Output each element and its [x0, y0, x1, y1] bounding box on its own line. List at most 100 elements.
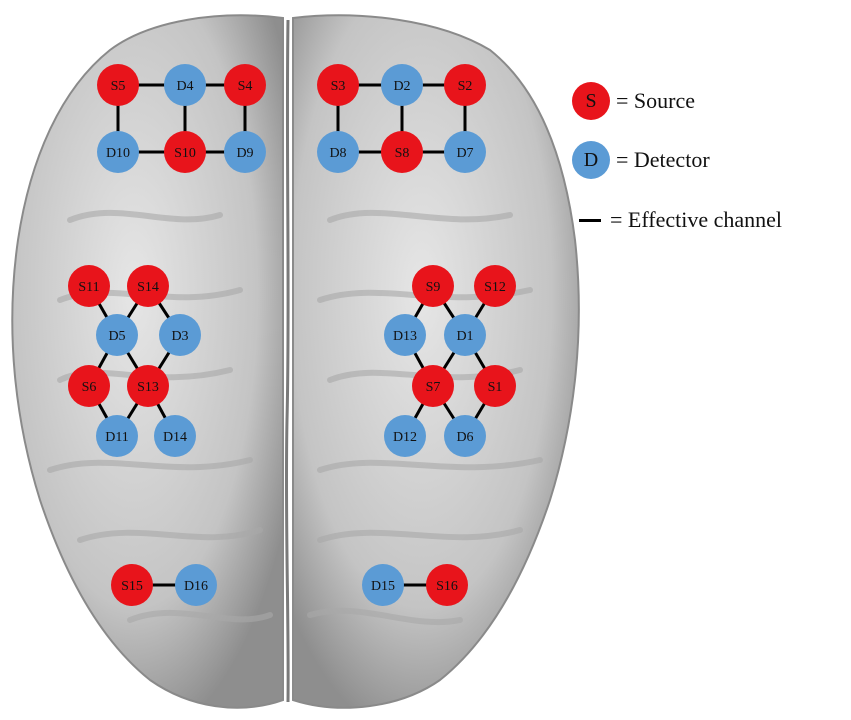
optode-circle: [381, 131, 423, 173]
optode-circle: [97, 64, 139, 106]
optode-circle: [474, 365, 516, 407]
source-s15: S15: [111, 564, 153, 606]
optode-label: S16: [436, 579, 458, 594]
optode-circle: [96, 415, 138, 457]
optode-circle: [444, 131, 486, 173]
optode-label: D8: [329, 146, 346, 161]
legend-source-symbol: S: [585, 89, 597, 112]
optode-circle: [426, 564, 468, 606]
source-s4: S4: [224, 64, 266, 106]
optode-circle: [317, 131, 359, 173]
optode-label: S1: [488, 380, 503, 395]
legend-channel-label: = Effective channel: [610, 207, 783, 232]
detector-d11: D11: [96, 415, 138, 457]
optode-label: S9: [426, 280, 441, 295]
optode-circle: [96, 314, 138, 356]
source-s9: S9: [412, 265, 454, 307]
source-s3: S3: [317, 64, 359, 106]
right-hemisphere: [292, 14, 580, 709]
detector-d4: D4: [164, 64, 206, 106]
optode-circle: [412, 265, 454, 307]
optode-label: S14: [137, 280, 159, 295]
detector-d15: D15: [362, 564, 404, 606]
legend-source: S = Source: [572, 82, 695, 120]
midline-fissure: [284, 19, 290, 703]
optode-label: D15: [371, 579, 395, 594]
legend-source-icon: S: [572, 82, 610, 120]
optode-circle: [224, 64, 266, 106]
source-s14: S14: [127, 265, 169, 307]
source-s11: S11: [68, 265, 110, 307]
optode-circle: [381, 64, 423, 106]
optode-circle: [68, 365, 110, 407]
detector-d14: D14: [154, 415, 196, 457]
optode-label: D6: [456, 430, 473, 445]
optode-label: D12: [393, 430, 417, 445]
detector-d3: D3: [159, 314, 201, 356]
detector-d12: D12: [384, 415, 426, 457]
source-s7: S7: [412, 365, 454, 407]
optode-label: S13: [137, 380, 159, 395]
optode-circle: [384, 415, 426, 457]
optode-label: S3: [331, 79, 346, 94]
optode-label: D13: [393, 329, 417, 344]
optode-label: S2: [458, 79, 473, 94]
optode-circle: [224, 131, 266, 173]
optode-label: D3: [171, 329, 188, 344]
optode-circle: [474, 265, 516, 307]
optode-label: D10: [106, 146, 130, 161]
optode-circle: [159, 314, 201, 356]
legend-detector-icon: D: [572, 141, 610, 179]
optode-label: S10: [174, 146, 196, 161]
optode-label: S6: [82, 380, 97, 395]
optode-circle: [68, 265, 110, 307]
optode-label: D7: [456, 146, 473, 161]
optode-circle: [317, 64, 359, 106]
source-s6: S6: [68, 365, 110, 407]
optode-label: D5: [108, 329, 125, 344]
brain-illustration: [11, 14, 580, 709]
detector-d1: D1: [444, 314, 486, 356]
optode-label: S15: [121, 579, 143, 594]
optode-circle: [384, 314, 426, 356]
optode-circle: [412, 365, 454, 407]
detector-d13: D13: [384, 314, 426, 356]
optode-label: D14: [163, 430, 187, 445]
optode-label: D16: [184, 579, 208, 594]
optode-label: D4: [176, 79, 193, 94]
legend-channel-line-icon: [579, 218, 601, 222]
detector-d8: D8: [317, 131, 359, 173]
optode-label: S12: [484, 280, 506, 295]
detector-d5: D5: [96, 314, 138, 356]
source-s1: S1: [474, 365, 516, 407]
optode-circle: [444, 314, 486, 356]
optode-label: S4: [238, 79, 253, 94]
optode-label: S7: [426, 380, 441, 395]
optode-circle: [154, 415, 196, 457]
optode-label: D11: [105, 430, 129, 445]
optode-label: D2: [393, 79, 410, 94]
detector-d7: D7: [444, 131, 486, 173]
optode-circle: [444, 64, 486, 106]
legend-detector-label: = Detector: [616, 147, 710, 172]
source-s16: S16: [426, 564, 468, 606]
optode-circle: [111, 564, 153, 606]
optode-circle: [164, 131, 206, 173]
detector-d2: D2: [381, 64, 423, 106]
detector-d16: D16: [175, 564, 217, 606]
source-s8: S8: [381, 131, 423, 173]
source-s2: S2: [444, 64, 486, 106]
legend-source-label: = Source: [616, 88, 695, 113]
optode-label: S5: [111, 79, 126, 94]
legend-detector: D = Detector: [572, 141, 710, 179]
optode-circle: [97, 131, 139, 173]
left-hemisphere: [11, 14, 284, 709]
detector-d6: D6: [444, 415, 486, 457]
optode-label: D9: [236, 146, 253, 161]
detector-d10: D10: [97, 131, 139, 173]
optode-circle: [164, 64, 206, 106]
detector-d9: D9: [224, 131, 266, 173]
legend-channel: = Effective channel: [572, 207, 782, 233]
legend-detector-symbol: D: [583, 148, 599, 171]
